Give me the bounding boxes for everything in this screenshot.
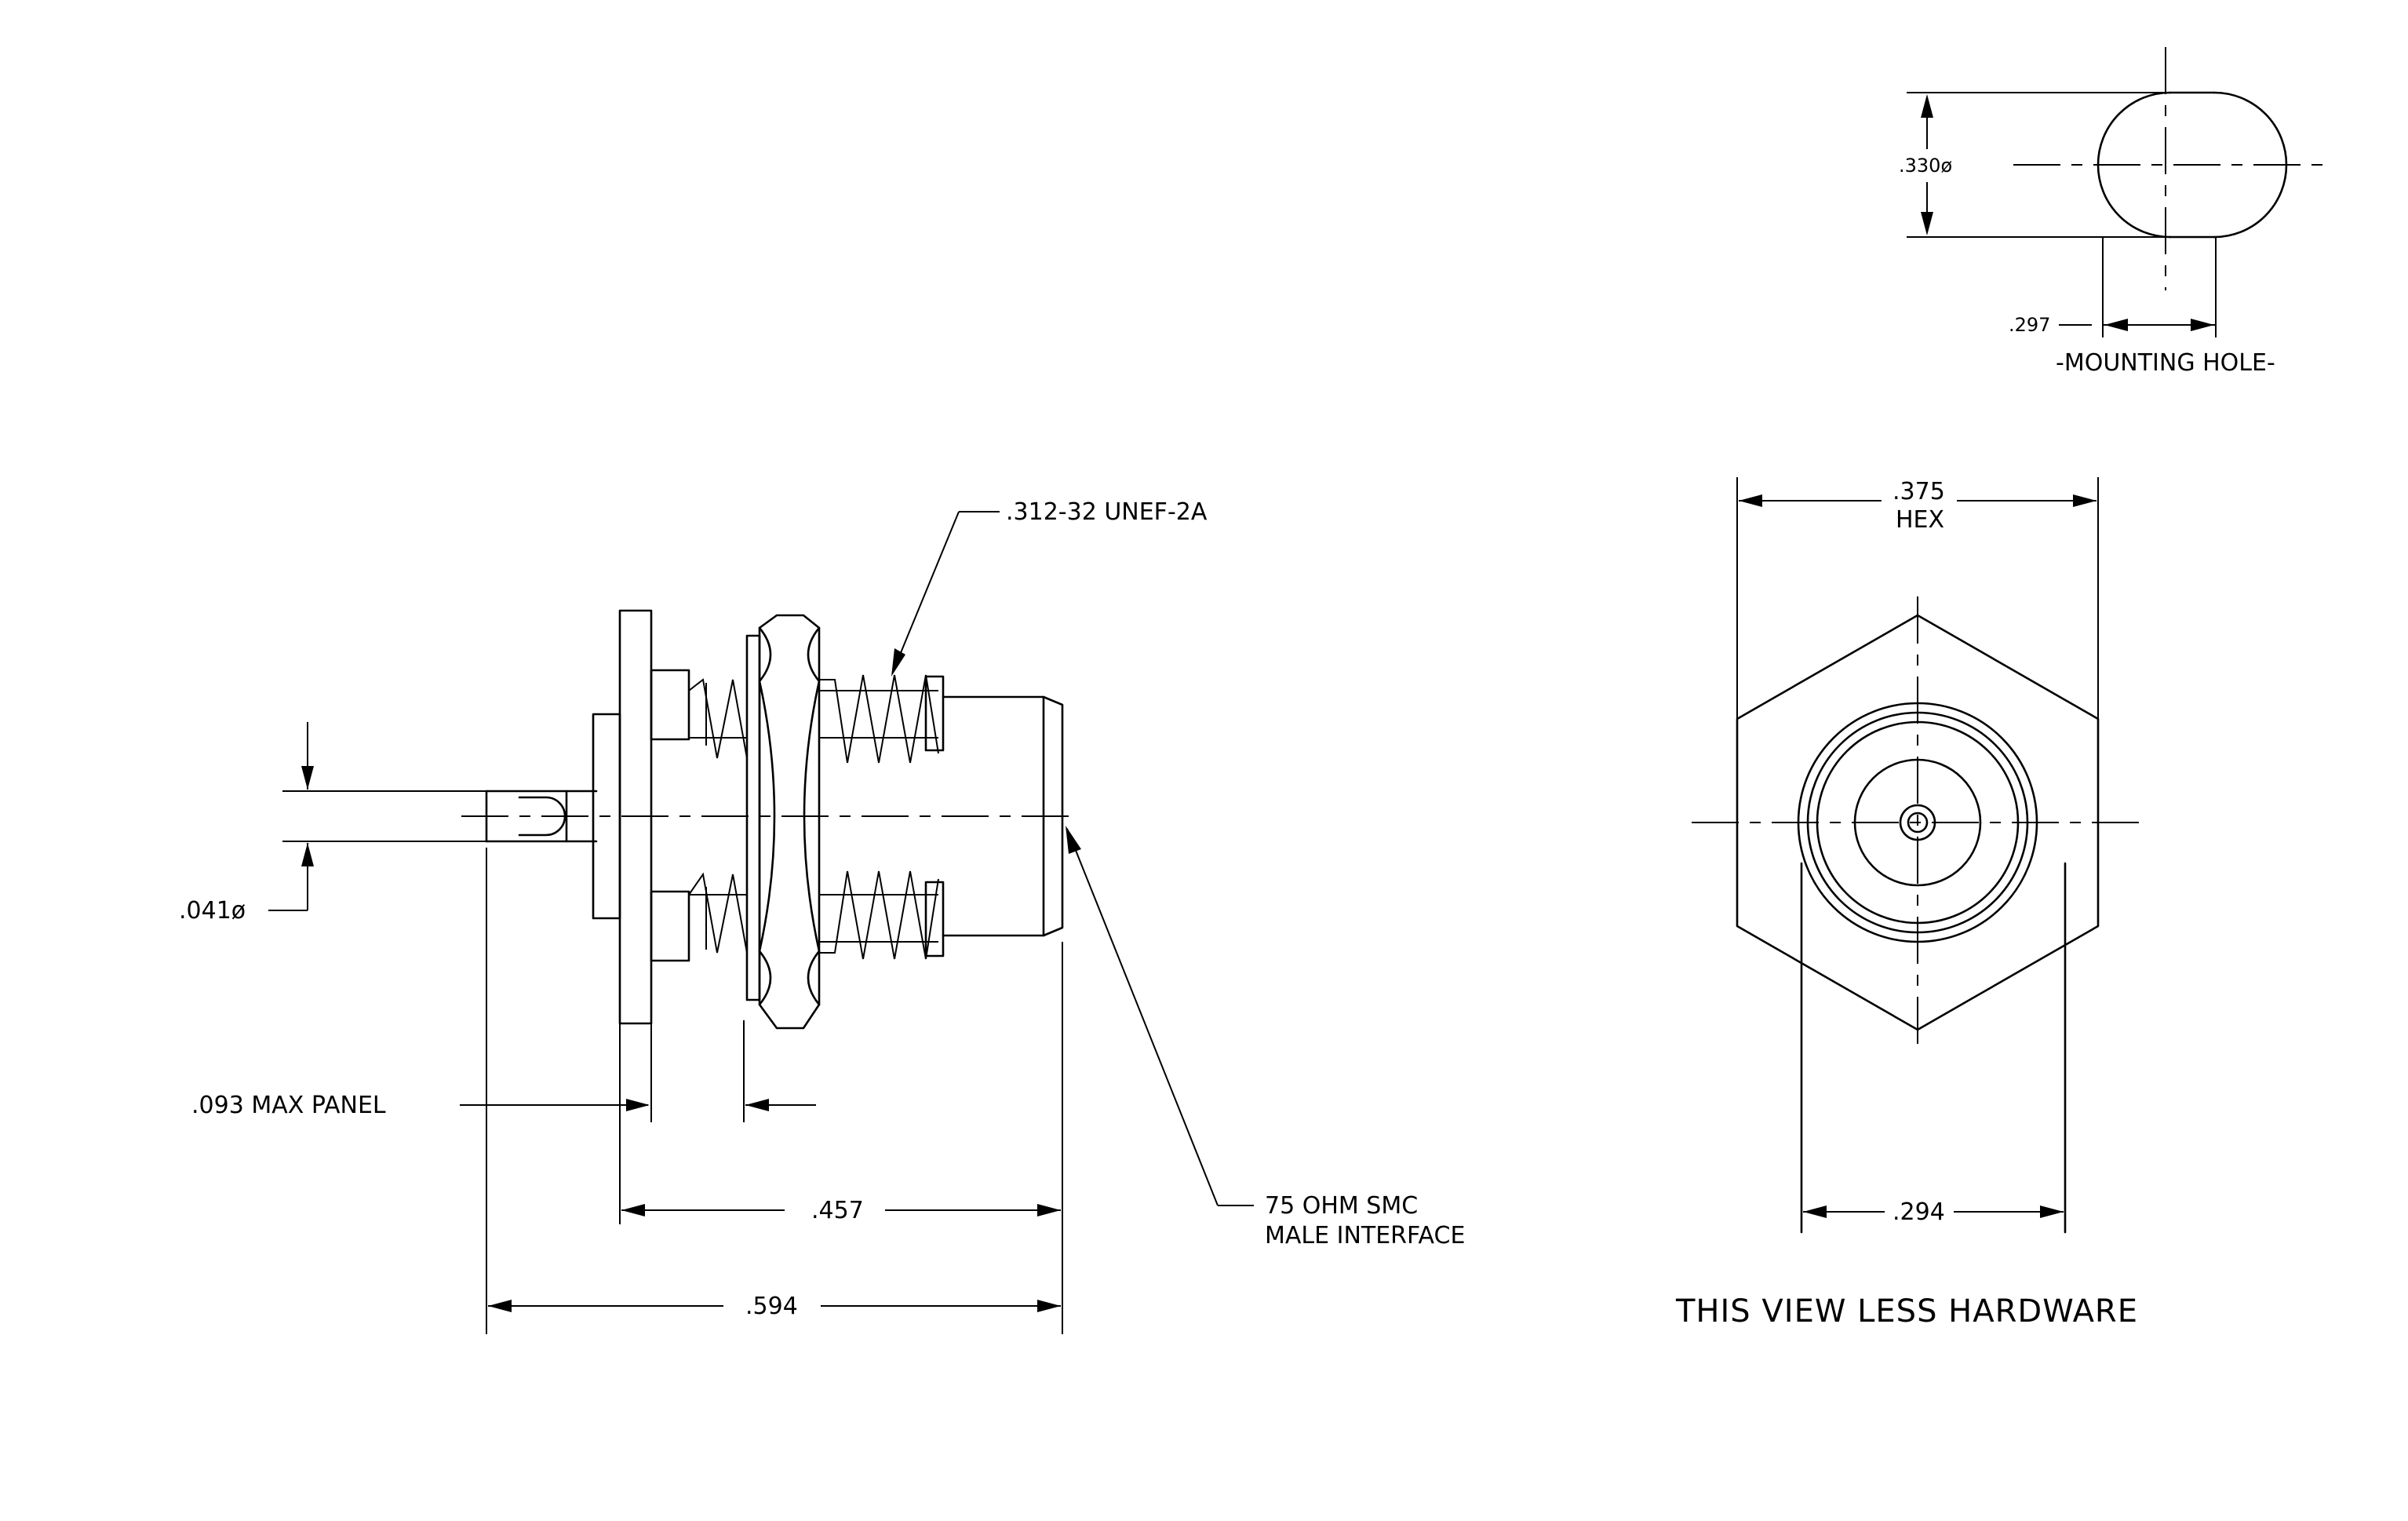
mounting-hole-flat-label: .297	[2009, 314, 2050, 336]
end-view-caption: THIS VIEW LESS HARDWARE	[1675, 1293, 2138, 1330]
mounting-hole-view	[1907, 47, 2322, 337]
length-594-label: .594	[745, 1293, 798, 1320]
side-view	[268, 511, 1254, 1334]
thread-spec-label: .312-32 UNEF-2A	[1006, 498, 1208, 526]
max-panel-label: .093 MAX PANEL	[191, 1092, 386, 1119]
interface-label-line1: 75 OHM SMC	[1265, 1192, 1418, 1220]
end-view	[1692, 477, 2142, 1234]
hex-label: HEX	[1896, 506, 1944, 534]
flat-width-label: .294	[1893, 1198, 1945, 1226]
pin-diameter-label: .041ø	[179, 897, 246, 925]
mounting-hole-diameter-label: .330ø	[1899, 155, 1952, 177]
hex-size-label: .375	[1893, 478, 1945, 505]
interface-label-line2: MALE INTERFACE	[1265, 1222, 1465, 1249]
mounting-hole-title: -MOUNTING HOLE-	[2056, 349, 2275, 377]
length-457-label: .457	[811, 1197, 864, 1224]
